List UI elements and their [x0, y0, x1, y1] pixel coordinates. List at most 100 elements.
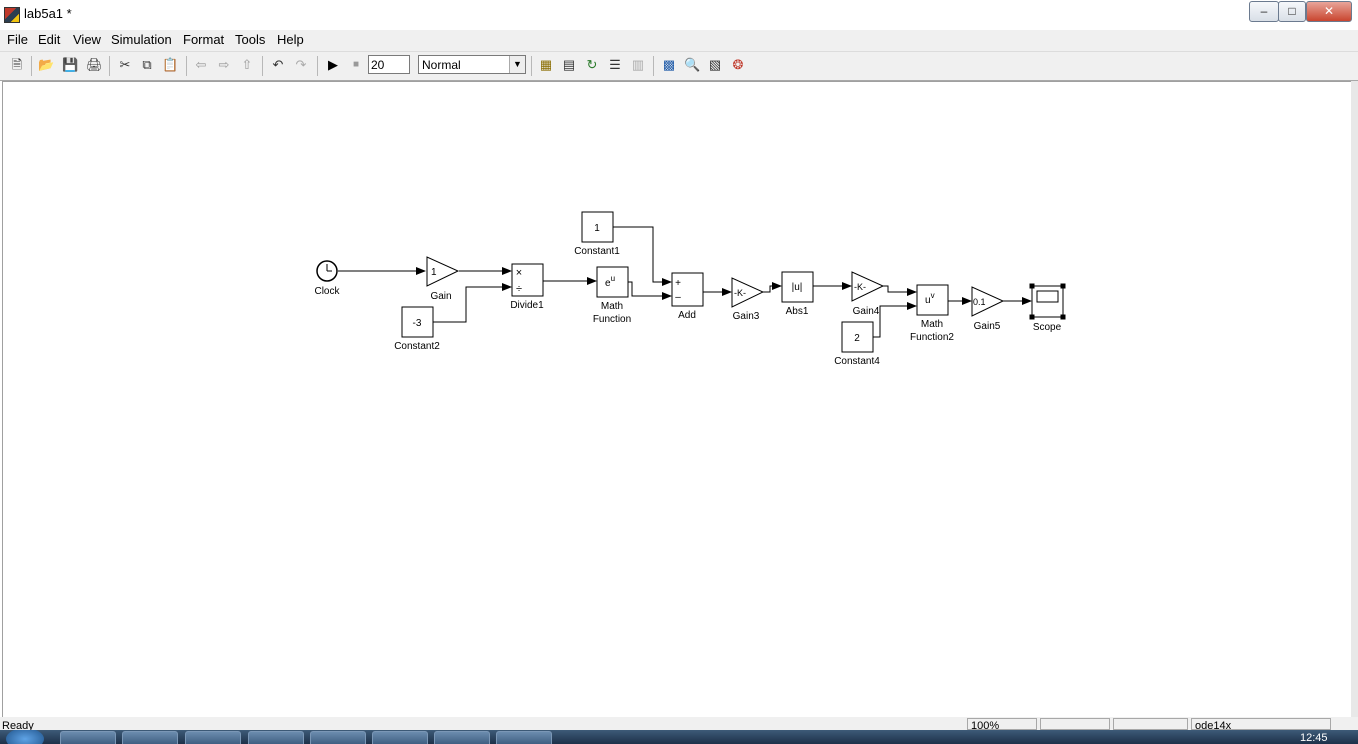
gain4-block[interactable]: [851, 271, 885, 302]
constant4-label: Constant4: [834, 356, 880, 367]
menu-edit[interactable]: Edit: [38, 32, 61, 47]
clock-block[interactable]: [316, 260, 338, 282]
window-title: lab5a1 *: [24, 6, 72, 21]
simulation-mode-value: Normal: [422, 58, 461, 72]
signal-line[interactable]: [883, 285, 917, 296]
constant1-block[interactable]: [581, 211, 614, 243]
forward-icon[interactable]: ⇨: [218, 57, 230, 72]
divide1-divide-sign: ÷: [516, 283, 522, 295]
taskbar-app-icon[interactable]: [122, 731, 178, 744]
math-function2-block[interactable]: [916, 284, 949, 316]
new-model-icon[interactable]: 🗎: [11, 57, 23, 72]
zoom-level: 100%: [967, 718, 1037, 730]
simulation-mode-select[interactable]: Normal ▼: [418, 55, 526, 74]
minimize-button[interactable]: –: [1249, 1, 1279, 22]
undo-icon[interactable]: ↶: [272, 57, 284, 72]
menu-file[interactable]: File: [7, 32, 28, 47]
taskbar-app-icon[interactable]: [185, 731, 241, 744]
signal-line[interactable]: [873, 302, 917, 338]
add-label: Add: [678, 310, 696, 321]
toolbar-separator: [31, 56, 32, 76]
taskbar-app-icon[interactable]: [248, 731, 304, 744]
divide1-multiply-sign: ×: [516, 267, 522, 279]
up-icon[interactable]: ⇧: [241, 57, 253, 72]
taskbar: 12:45: [0, 730, 1358, 744]
gain3-label: Gain3: [733, 311, 760, 322]
toolbar: 🗎 📂 💾 🖨 ✂ ⧉ 📋 ⇦ ⇨ ⇧ ↶ ↷ ▶ ■ 20 Normal ▼ …: [0, 52, 1358, 81]
chevron-down-icon[interactable]: ▼: [509, 56, 525, 73]
model-canvas[interactable]: Clock 1 Gain -3 Constant2 × ÷ Divide1 1 …: [2, 81, 1352, 719]
add-plus-sign: +: [675, 278, 681, 289]
gain5-label: Gain5: [974, 321, 1001, 332]
divide1-block[interactable]: [511, 263, 544, 297]
cut-icon[interactable]: ✂: [119, 57, 131, 72]
model-advisor-icon[interactable]: ▦: [539, 57, 553, 72]
clock-label: Clock: [314, 286, 340, 297]
signal-line[interactable]: [763, 282, 782, 293]
update-diagram-icon[interactable]: ↻: [586, 57, 598, 72]
constant2-value: -3: [413, 318, 422, 329]
record-icon[interactable]: ❂: [732, 57, 744, 72]
constant4-value: 2: [854, 333, 860, 344]
math-function-label-line1: Math: [601, 301, 623, 312]
redo-icon[interactable]: ↷: [295, 57, 307, 72]
stop-simulation-icon[interactable]: ■: [352, 59, 360, 70]
vertical-scrollbar[interactable]: [1351, 81, 1358, 717]
taskbar-app-icon[interactable]: [496, 731, 552, 744]
taskbar-app-icon[interactable]: [372, 731, 428, 744]
menu-view[interactable]: View: [73, 32, 101, 47]
math-function2-label-line1: Math: [921, 319, 943, 330]
build-icon[interactable]: ▤: [562, 57, 576, 72]
signal-line[interactable]: [613, 226, 672, 286]
start-simulation-icon[interactable]: ▶: [328, 57, 338, 72]
start-button[interactable]: [6, 730, 44, 744]
gain5-block[interactable]: [971, 286, 1005, 317]
add-minus-sign: –: [675, 292, 681, 303]
constant1-label: Constant1: [574, 246, 620, 257]
data-explorer-icon[interactable]: ▧: [708, 57, 722, 72]
print-icon[interactable]: 🖨: [86, 57, 103, 72]
scope-block[interactable]: [1029, 283, 1066, 320]
gain-block[interactable]: [426, 256, 460, 287]
toolbar-separator: [186, 56, 187, 76]
debugger-icon[interactable]: ▩: [662, 57, 676, 72]
math-function2-expr: uv: [925, 291, 935, 306]
solver-name: ode14x: [1191, 718, 1331, 730]
model-explorer-icon[interactable]: ▥: [631, 57, 645, 72]
port-values-icon[interactable]: 🔍: [684, 57, 701, 72]
signal-line[interactable]: [433, 283, 512, 323]
maximize-button[interactable]: □: [1278, 1, 1306, 22]
copy-icon[interactable]: ⧉: [142, 57, 152, 72]
toolbar-separator: [262, 56, 263, 76]
gain-value: 1: [431, 267, 437, 278]
abs1-value: |u|: [792, 282, 803, 293]
toolbar-separator: [317, 56, 318, 76]
menu-format[interactable]: Format: [183, 32, 225, 47]
gain3-block[interactable]: [731, 277, 765, 308]
taskbar-app-icon[interactable]: [310, 731, 366, 744]
open-icon[interactable]: 📂: [38, 57, 55, 72]
math-function-expr: eu: [605, 274, 615, 289]
close-button[interactable]: ✕: [1306, 1, 1352, 22]
stop-time-input[interactable]: 20: [368, 55, 410, 74]
save-icon[interactable]: 💾: [62, 57, 79, 72]
constant4-block[interactable]: [841, 321, 874, 353]
menu-simulation[interactable]: Simulation: [111, 32, 172, 47]
math-function2-label-line2: Function2: [910, 332, 954, 343]
constant2-block[interactable]: [401, 306, 434, 338]
taskbar-clock: 12:45: [1300, 732, 1328, 744]
add-block[interactable]: [671, 272, 704, 307]
gain5-value: 0.1: [973, 297, 986, 307]
paste-icon[interactable]: 📋: [162, 57, 179, 72]
math-function-block[interactable]: [596, 266, 629, 298]
abs1-block[interactable]: [781, 271, 814, 303]
title-bar: lab5a1 * – □ ✕: [0, 0, 1358, 30]
menu-tools[interactable]: Tools: [235, 32, 266, 47]
library-browser-icon[interactable]: ☰: [609, 57, 621, 72]
menu-help[interactable]: Help: [277, 32, 304, 47]
status-bar: Ready 100% ode14x: [0, 717, 1358, 730]
back-icon[interactable]: ⇦: [195, 57, 207, 72]
taskbar-app-icon[interactable]: [60, 731, 116, 744]
signal-line[interactable]: [628, 281, 672, 300]
taskbar-app-icon[interactable]: [434, 731, 490, 744]
